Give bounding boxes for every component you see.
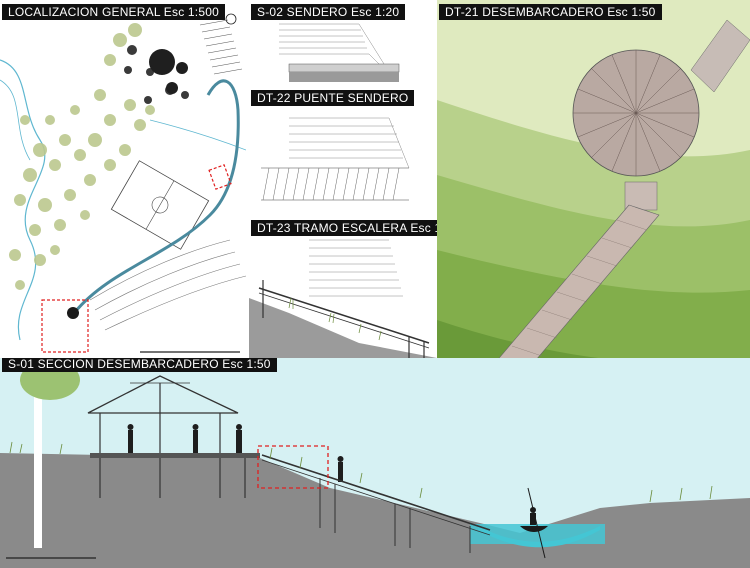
s01-section-drawing xyxy=(0,358,750,568)
s01-title: S-01 SECCION DESEMBARCADERO Esc 1:50 xyxy=(2,358,277,372)
s02-title: S-02 SENDERO Esc 1:20 xyxy=(251,4,406,20)
dt22-panel: DT-22 PUENTE SENDERO xyxy=(249,88,437,218)
s02-section-drawing xyxy=(279,23,400,82)
dt22-bridge-drawing xyxy=(261,117,410,201)
localizacion-panel: LOCALIZACION GENERAL Esc 1:500 xyxy=(0,0,246,358)
dt23-stair-drawing xyxy=(249,239,437,358)
site-plan-drawing xyxy=(0,0,246,358)
dt21-title: DT-21 DESEMBARCADERO Esc 1:50 xyxy=(439,4,662,20)
dt23-panel: DT-23 TRAMO ESCALERA Esc 1:20 xyxy=(249,218,437,358)
localizacion-title: LOCALIZACION GENERAL Esc 1:500 xyxy=(2,4,225,20)
s01-panel: S-01 SECCION DESEMBARCADERO Esc 1:50 xyxy=(0,358,750,568)
dt22-title: DT-22 PUENTE SENDERO xyxy=(251,90,415,106)
s02-panel: S-02 SENDERO Esc 1:20 xyxy=(249,0,437,88)
dt23-title: DT-23 TRAMO ESCALERA Esc 1:20 xyxy=(251,220,437,236)
